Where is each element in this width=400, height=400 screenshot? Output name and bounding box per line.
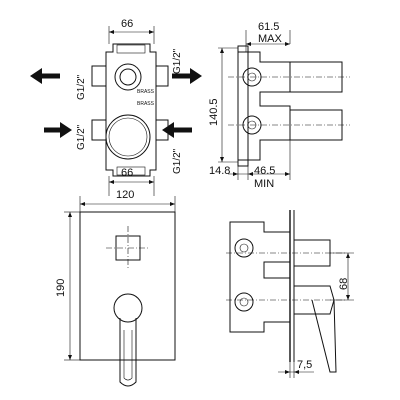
dim-min-label: MIN (254, 178, 274, 190)
side-body-view: 61.5 MAX 140.5 14.8 46.5 MIN (208, 21, 350, 190)
dim-min-value: 46.5 (254, 165, 275, 177)
dim-max-label: MAX (258, 33, 283, 45)
thread-label-top-left: G1/2" (76, 74, 87, 100)
flow-arrow-lower-left (44, 122, 72, 138)
thread-label-bottom-left: G1/2" (76, 124, 87, 150)
front-plate-view: 120 190 (55, 189, 176, 387)
dim-bottom-66: 66 (121, 167, 133, 179)
dim-plate-height: 190 (55, 279, 67, 297)
flow-arrow-upper-right (172, 68, 202, 84)
dim-offset-14-8: 14.8 (209, 165, 230, 177)
dim-height-140: 140.5 (208, 98, 220, 126)
dim-plate-width: 120 (116, 189, 134, 201)
valve-mark-2: BRASS (137, 101, 155, 107)
dim-top-66: 66 (121, 18, 133, 30)
dim-side-7-5: 7,5 (297, 359, 312, 371)
dim-side-68: 68 (338, 278, 350, 290)
thread-label-bottom-right: G1/2" (172, 148, 183, 174)
flow-arrow-upper-left (30, 68, 60, 84)
valve-mark-1: BRASS (137, 89, 155, 95)
thread-label-top-right: G1/2" (172, 48, 183, 74)
flow-arrow-lower-right (162, 122, 192, 138)
side-assembly-view: 68 7,5 (226, 210, 354, 378)
dim-max-value: 61.5 (258, 21, 279, 33)
front-body-view: 66 BRASS BRASS (30, 18, 202, 196)
